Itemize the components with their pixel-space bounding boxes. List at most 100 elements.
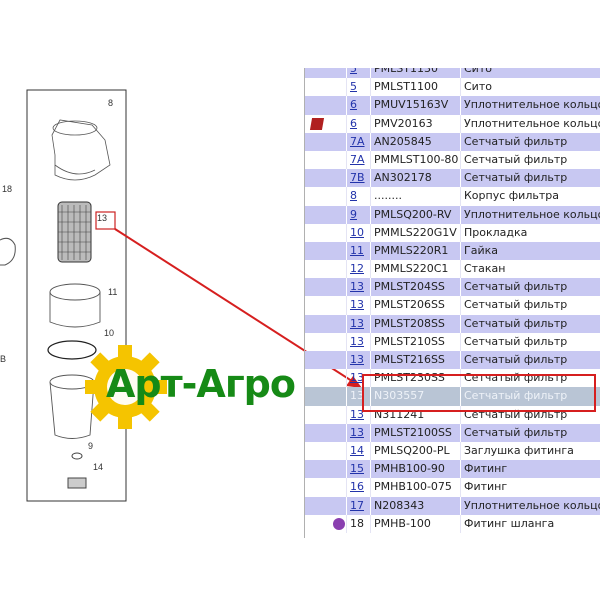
part-number-link[interactable]: 13 [350, 280, 364, 294]
part-number-link[interactable]: 6 [350, 98, 357, 112]
nut-drawing [49, 283, 101, 328]
part-number-link[interactable]: 16 [350, 480, 364, 494]
part-number-link[interactable]: 13 [350, 425, 364, 439]
part-number-link[interactable]: 13 [350, 316, 364, 330]
row-icon-cell [305, 242, 346, 260]
part-code: PMLST216SS [370, 351, 460, 370]
part-description: Уплотнительное кольцо [460, 205, 600, 224]
svg-text:10: 10 [104, 328, 114, 338]
table-row[interactable]: 13 PMLST206SS Сетчатый фильтр [305, 296, 600, 315]
arrow-head-icon [346, 376, 362, 388]
part-number-link[interactable]: 15 [350, 462, 364, 476]
table-row[interactable]: 16 PMHB100-075 Фитинг [305, 478, 600, 497]
part-number-link[interactable]: 9 [350, 207, 357, 221]
part-code: PMHB100-075 [370, 478, 460, 497]
table-row[interactable]: 13 PMLST208SS Сетчатый фильтр [305, 314, 600, 333]
part-number-link[interactable]: 13 [350, 407, 364, 421]
callout-highlight-box [95, 211, 116, 230]
row-icon-cell [305, 206, 346, 224]
table-row[interactable]: 13 N303557 Сетчатый фильтр [305, 387, 600, 406]
part-code: PMMLS220C1 [370, 260, 460, 279]
part-code: PMHB-100 [370, 514, 460, 533]
table-row[interactable]: 8 ........ Корпус фильтра [305, 187, 600, 206]
table-row[interactable]: 7B AN302178 Сетчатый фильтр [305, 169, 600, 188]
row-icon-cell [305, 424, 346, 442]
part-number-link[interactable]: 17 [350, 498, 364, 512]
row-icon-cell [305, 187, 346, 205]
part-code: PMMLS220G1V [370, 223, 460, 242]
part-description: Сетчатый фильтр [460, 314, 600, 333]
part-code: PMLST2100SS [370, 423, 460, 442]
part-code: PMLST208SS [370, 314, 460, 333]
table-row[interactable]: 7A PMMLST100-80 Сетчатый фильтр [305, 150, 600, 170]
part-number-link[interactable]: 10 [350, 225, 364, 239]
svg-text:13: 13 [97, 213, 107, 223]
part-number-link[interactable]: 13 [350, 353, 364, 366]
part-number-link[interactable]: 5 [350, 68, 357, 75]
highlight-box [362, 374, 596, 412]
row-icon-cell [305, 278, 346, 296]
part-description: Сетчатый фильтр [460, 132, 600, 151]
table-row[interactable]: 17 N208343 Уплотнительное кольцо [305, 496, 600, 515]
table-row[interactable]: 14 PMLSQ200-PL Заглушка фитинга [305, 441, 600, 461]
row-icon-cell [305, 460, 346, 478]
part-code: PMLSQ200-PL [370, 441, 460, 461]
row-icon-cell [305, 115, 346, 133]
part-number-link[interactable]: 5 [350, 80, 357, 94]
table-row[interactable]: 13 PMLST204SS Сетчатый фильтр [305, 278, 600, 297]
table-row[interactable]: 11 PMMLS220R1 Гайка [305, 241, 600, 261]
part-number-link[interactable]: 13 [350, 334, 364, 348]
row-icon-cell [305, 260, 346, 278]
fitting-drawing [0, 237, 16, 266]
part-number-link[interactable]: 7B [350, 171, 365, 185]
table-row[interactable]: 5 PMLST1130 Сито [305, 68, 600, 79]
part-description: Уплотнительное кольцо [460, 496, 600, 515]
part-number-link[interactable]: 11 [350, 243, 364, 257]
row-icon-cell [305, 169, 346, 187]
part-description: Сетчатый фильтр [460, 387, 600, 406]
note-icon[interactable] [309, 117, 325, 130]
table-row[interactable]: 10 PMMLS220G1V Прокладка [305, 223, 600, 242]
part-code: AN205845 [370, 132, 460, 151]
part-number-link[interactable]: 13 [350, 389, 364, 403]
part-number-link[interactable]: 8 [350, 189, 357, 203]
part-description: Сетчатый фильтр [460, 332, 600, 351]
table-row[interactable]: 13 PMLST2100SS Сетчатый фильтр [305, 423, 600, 442]
part-description: Гайка [460, 241, 600, 261]
table-row[interactable]: 12 PMMLS220C1 Стакан [305, 260, 600, 279]
part-number-link[interactable]: 14 [350, 443, 364, 457]
parts-table: 5 PMLST1130 Сито 5 PMLST1100 Сито 6 PMUV… [304, 68, 600, 538]
table-row[interactable]: 7A AN205845 Сетчатый фильтр [305, 132, 600, 151]
table-row[interactable]: 13 PMLST210SS Сетчатый фильтр [305, 332, 600, 351]
part-number-link[interactable]: 18 [350, 516, 364, 530]
row-icon-cell [305, 387, 346, 405]
table-row[interactable]: 15 PMHB100-90 Фитинг [305, 460, 600, 479]
part-code: N208343 [370, 496, 460, 515]
table-row[interactable]: 6 PMV20163 Уплотнительное кольцо [305, 114, 600, 133]
row-icon-cell [305, 133, 346, 151]
part-description: Сетчатый фильтр [460, 278, 600, 297]
part-code: PMLSQ200-RV [370, 205, 460, 224]
table-row[interactable]: 9 PMLSQ200-RV Уплотнительное кольцо [305, 205, 600, 224]
part-number-link[interactable]: 12 [350, 262, 364, 276]
table-row[interactable]: 5 PMLST1100 Сито [305, 78, 600, 97]
svg-text:8: 8 [108, 98, 113, 108]
svg-text:14: 14 [93, 462, 103, 472]
flower-icon[interactable] [333, 517, 345, 530]
part-description: Стакан [460, 260, 600, 279]
table-row[interactable]: 13 PMLST216SS Сетчатый фильтр [305, 351, 600, 370]
part-number-link[interactable]: 7A [350, 152, 365, 166]
svg-text:11: 11 [108, 287, 117, 297]
row-icon-cell [305, 96, 346, 114]
part-code: PMLST204SS [370, 278, 460, 297]
table-row[interactable]: 6 PMUV15163V Уплотнительное кольцо [305, 96, 600, 115]
part-number-link[interactable]: 13 [350, 371, 364, 385]
part-code: ........ [370, 187, 460, 206]
part-number-link[interactable]: 13 [350, 298, 364, 312]
part-number-link[interactable]: 7A [350, 134, 365, 148]
table-row[interactable]: 18 PMHB-100 Фитинг шланга [305, 514, 600, 533]
part-code: PMLST206SS [370, 296, 460, 315]
part-number-link[interactable]: 6 [350, 116, 357, 130]
row-icon-cell [305, 224, 346, 242]
